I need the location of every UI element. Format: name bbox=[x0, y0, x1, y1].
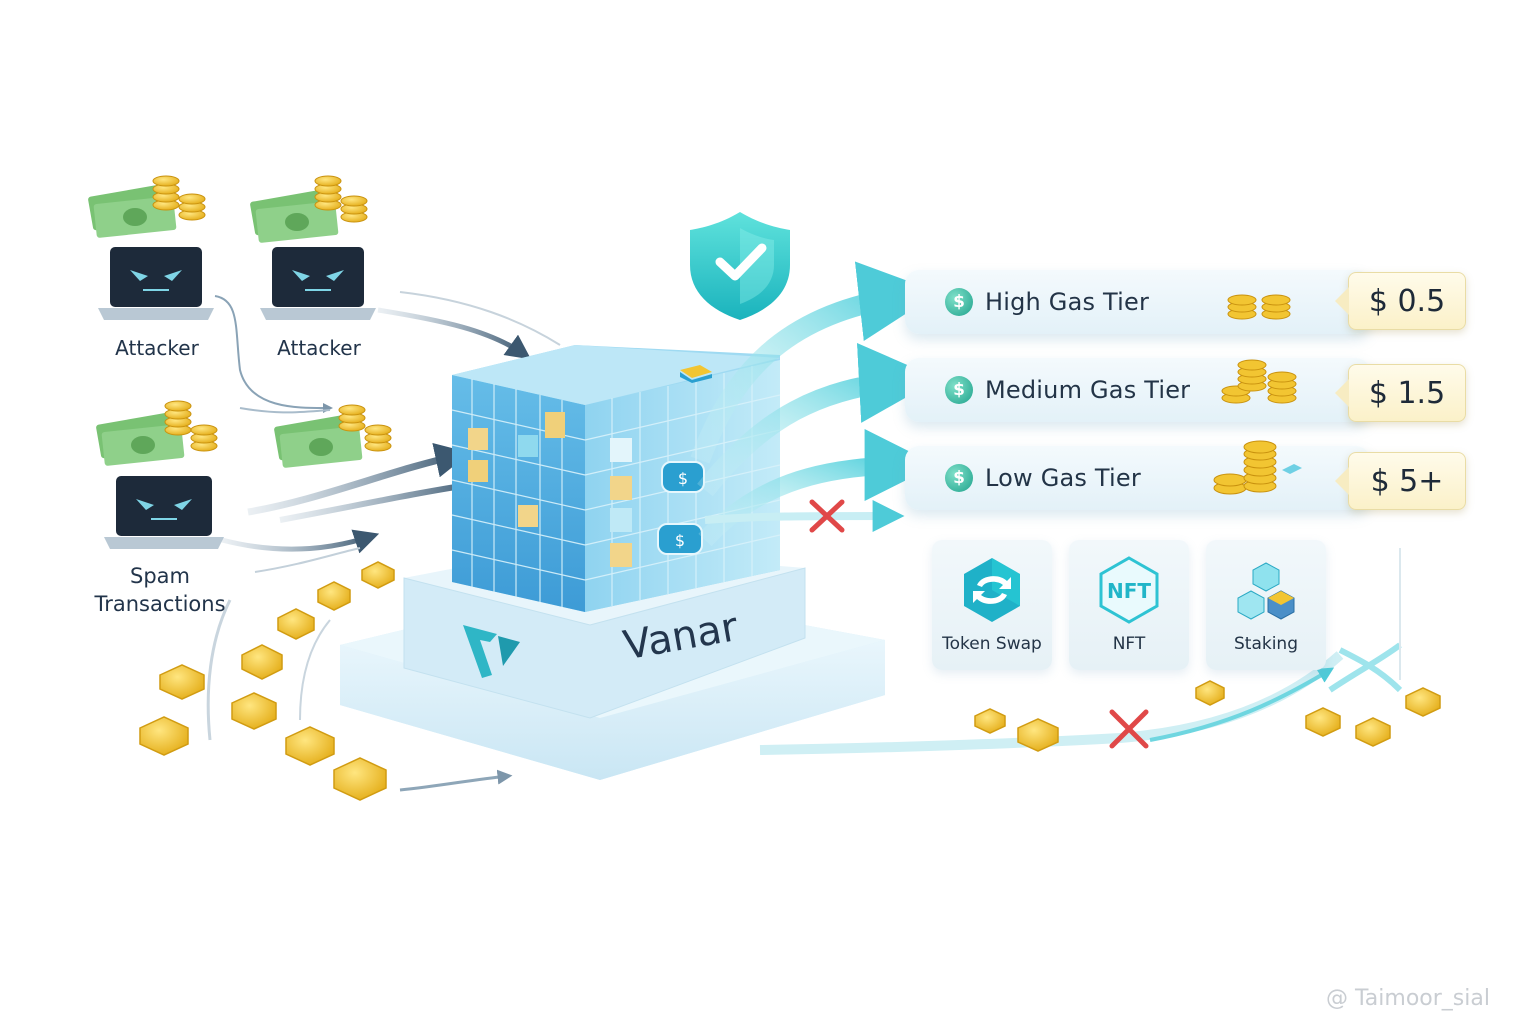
attack-arrow bbox=[254, 547, 361, 573]
app-card-nft: NFT NFT bbox=[1069, 540, 1189, 670]
attack-arrows bbox=[214, 291, 561, 573]
attack-arrow bbox=[221, 529, 380, 554]
blocked-x-icon bbox=[1109, 709, 1149, 749]
spam-label-line1: Spam bbox=[130, 564, 190, 588]
tx-coin-icon: $ bbox=[661, 461, 705, 493]
coin-stack-icon bbox=[1213, 440, 1302, 495]
price-tag-high: $ 0.5 bbox=[1335, 272, 1466, 330]
tier-arrow-medium bbox=[697, 343, 939, 497]
nft-badge-text: NFT bbox=[1107, 579, 1151, 603]
svg-text:$: $ bbox=[678, 469, 688, 488]
attacker-label: Attacker bbox=[277, 336, 361, 360]
token-swap-icon bbox=[964, 558, 1020, 622]
tier-name: Medium Gas Tier bbox=[985, 376, 1191, 404]
price-tag-low: $ 5+ bbox=[1335, 452, 1466, 510]
coin-trail-right bbox=[974, 680, 1441, 752]
tier-high: $ High Gas Tier bbox=[905, 270, 1370, 334]
tier-low: $ Low Gas Tier bbox=[905, 446, 1370, 510]
attack-arrow bbox=[239, 407, 331, 414]
attacker-label: Attacker bbox=[115, 336, 199, 360]
svg-text:$: $ bbox=[675, 531, 685, 550]
dollar-icon: $ bbox=[945, 464, 973, 492]
flow-arrow bbox=[1338, 647, 1403, 693]
attack-arrow bbox=[279, 472, 484, 523]
cube-highlight-cells bbox=[468, 412, 632, 567]
cash-stack-icon bbox=[250, 175, 368, 243]
cash-stack-icon bbox=[96, 400, 218, 466]
app-label: Staking bbox=[1233, 634, 1298, 654]
attack-arrow bbox=[214, 295, 333, 414]
flow-arrow bbox=[299, 619, 331, 721]
app-card-token-swap: Token Swap bbox=[932, 540, 1052, 670]
laptop-attacker-icon bbox=[98, 247, 214, 320]
attacker-group-3 bbox=[96, 400, 224, 549]
attack-arrow bbox=[377, 307, 532, 360]
tier-arrow-high bbox=[690, 261, 939, 464]
attack-arrow bbox=[399, 291, 561, 346]
tx-coin-icon: $ bbox=[657, 523, 703, 555]
tier-name: High Gas Tier bbox=[985, 288, 1150, 316]
shield-check-icon bbox=[690, 212, 790, 320]
blockchain-cube: $ $ bbox=[451, 345, 781, 612]
return-flow bbox=[759, 548, 1403, 755]
cash-stack-icon bbox=[88, 175, 206, 238]
laptop-attacker-icon bbox=[104, 476, 224, 549]
watermark: @ Taimoor_sial bbox=[1326, 986, 1490, 1011]
laptop-attacker-icon bbox=[260, 247, 376, 320]
cash-stack-icon bbox=[274, 404, 392, 468]
tier-medium: $ Medium Gas Tier bbox=[905, 358, 1370, 422]
attacker-group-2 bbox=[250, 175, 376, 320]
coin-flow-arrows bbox=[206, 599, 513, 792]
coin-trail-left bbox=[139, 561, 395, 801]
flow-arrow bbox=[206, 599, 232, 741]
app-label: Token Swap bbox=[942, 634, 1042, 654]
tier-name: Low Gas Tier bbox=[985, 464, 1141, 492]
dollar-icon: $ bbox=[945, 288, 973, 316]
attacker-group-1 bbox=[88, 175, 214, 320]
vanar-logo-icon bbox=[463, 625, 497, 678]
app-card-staking: Staking bbox=[1206, 540, 1326, 670]
staking-icon bbox=[1237, 562, 1295, 620]
attack-arrow bbox=[247, 443, 471, 516]
dollar-icon: $ bbox=[945, 376, 973, 404]
nft-icon: NFT bbox=[1099, 556, 1159, 624]
flow-arrow bbox=[1149, 667, 1335, 742]
coin-stack-icon bbox=[1227, 294, 1291, 320]
flow-arrow bbox=[399, 769, 513, 792]
coin-stack-icon bbox=[1221, 359, 1297, 404]
blocked-x-icon bbox=[809, 499, 845, 533]
spam-transactions-label: Spam Transactions bbox=[60, 562, 260, 618]
app-label: NFT bbox=[1112, 634, 1146, 654]
spam-label-line2: Transactions bbox=[94, 592, 226, 616]
blocked-arrow bbox=[704, 500, 905, 533]
tier-arrows bbox=[690, 261, 939, 547]
price-tag-medium: $ 1.5 bbox=[1335, 364, 1466, 422]
